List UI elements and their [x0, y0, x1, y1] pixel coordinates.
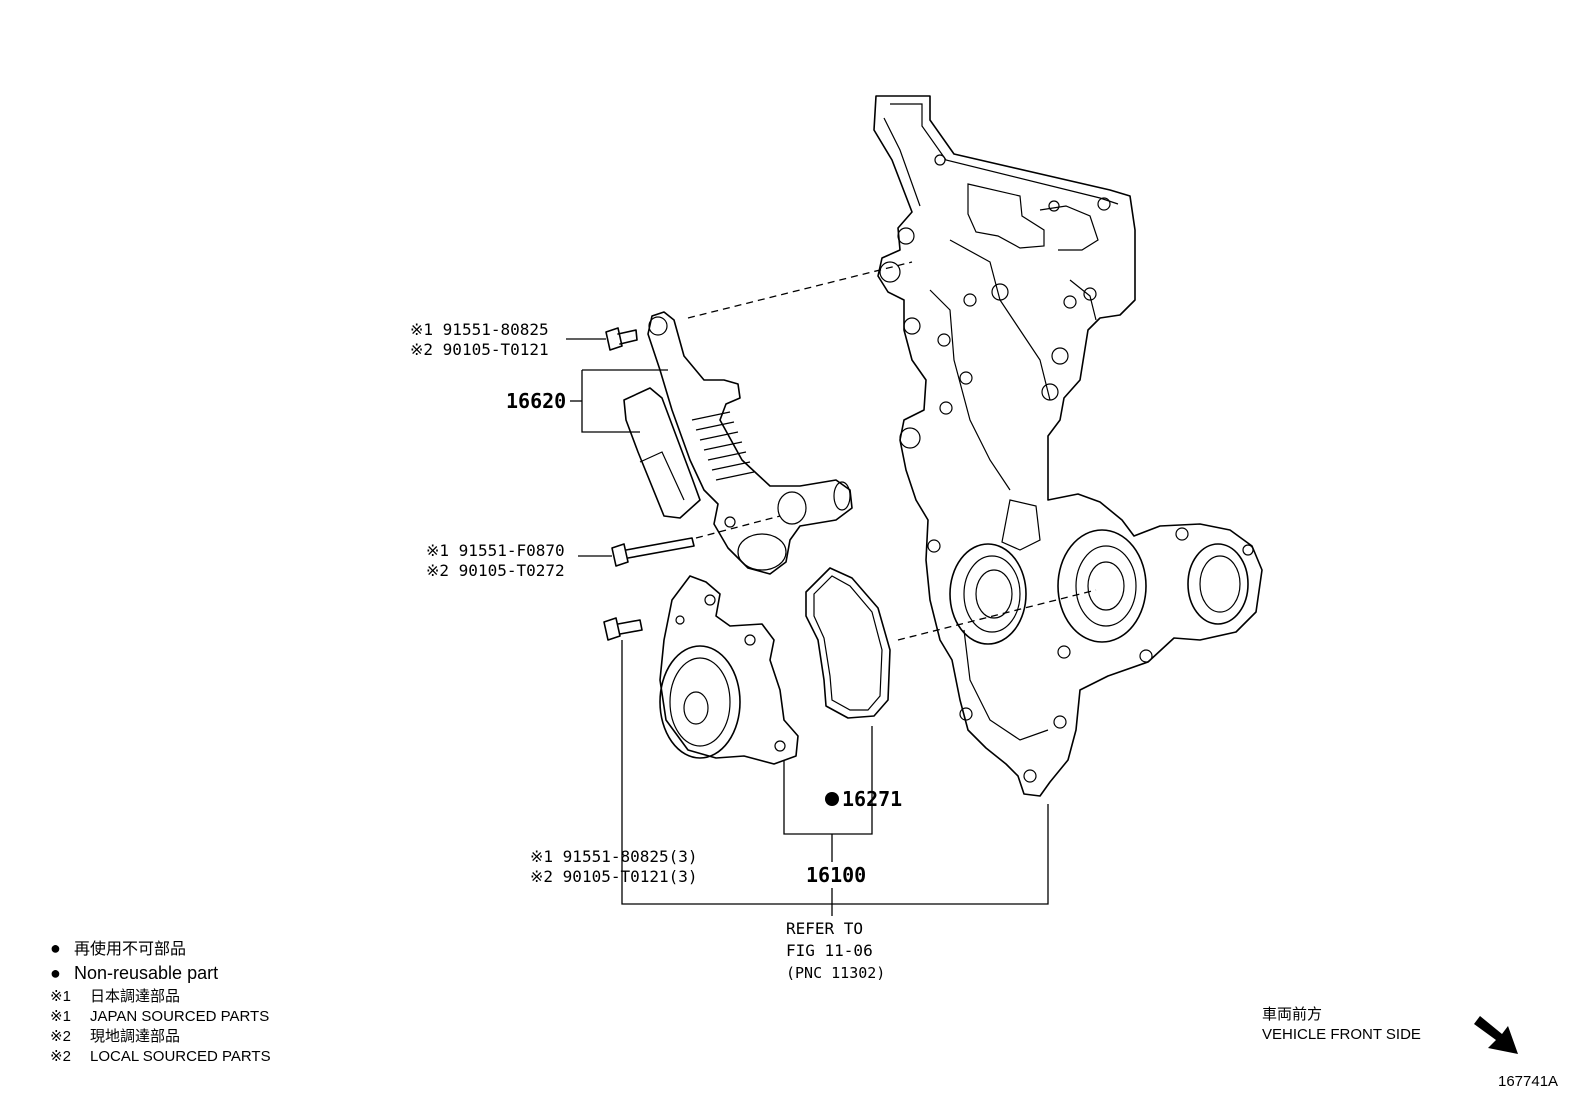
callout-bolts-pump-1: ※1 91551-80825(3)	[530, 847, 698, 866]
legend: ● 再使用不可部品 ● Non-reusable part ※1 日本調達部品 …	[50, 938, 271, 1065]
refer-line-2: FIG 11-06	[786, 941, 873, 960]
legend-mark-5: ※2	[50, 1048, 71, 1065]
non-reusable-marker	[825, 792, 839, 806]
legend-text-5: LOCAL SOURCED PARTS	[90, 1048, 271, 1065]
leader-lines	[566, 338, 1049, 916]
orientation: 車両前方 VEHICLE FRONT SIDE	[1262, 1006, 1518, 1054]
callout-bolt-top-1: ※1 91551-80825	[410, 320, 549, 339]
refer-line-3: (PNC 11302)	[786, 964, 885, 982]
legend-text-4: 現地調達部品	[90, 1028, 180, 1045]
callout-bolt-mid-2: ※2 90105-T0272	[426, 561, 565, 580]
assembly-dashes	[687, 261, 1097, 641]
arrow-down-right-icon	[1474, 1016, 1518, 1054]
legend-mark-0: ●	[50, 938, 61, 958]
bolt-pump-drawing	[603, 617, 643, 641]
legend-text-0: 再使用不可部品	[74, 940, 186, 958]
callout-tensioner: 16620	[506, 389, 566, 413]
callout-bolts-pump-2: ※2 90105-T0121(3)	[530, 867, 698, 886]
refer-line-1: REFER TO	[786, 919, 863, 938]
legend-mark-2: ※1	[50, 988, 71, 1005]
legend-mark-3: ※1	[50, 1008, 71, 1025]
tensioner-drawing	[623, 311, 853, 575]
water-pump-drawing	[659, 575, 799, 765]
bolt-top-drawing	[605, 327, 638, 351]
callout-gasket: 16271	[842, 787, 902, 811]
legend-text-1: Non-reusable part	[74, 963, 218, 983]
callout-bolt-top-2: ※2 90105-T0121	[410, 340, 549, 359]
callout-bolt-mid-1: ※1 91551-F0870	[426, 541, 565, 560]
callout-water-pump: 16100	[806, 863, 866, 887]
legend-mark-1: ●	[50, 963, 61, 983]
figure-id: 167741A	[1498, 1073, 1558, 1090]
gasket-drawing	[805, 567, 891, 719]
orientation-jp: 車両前方	[1262, 1006, 1322, 1023]
timing-cover-drawing	[873, 95, 1263, 797]
bolt-mid-drawing	[611, 537, 695, 567]
legend-text-3: JAPAN SOURCED PARTS	[90, 1008, 269, 1025]
legend-text-2: 日本調達部品	[90, 988, 180, 1005]
legend-mark-4: ※2	[50, 1028, 71, 1045]
orientation-en: VEHICLE FRONT SIDE	[1262, 1026, 1421, 1043]
